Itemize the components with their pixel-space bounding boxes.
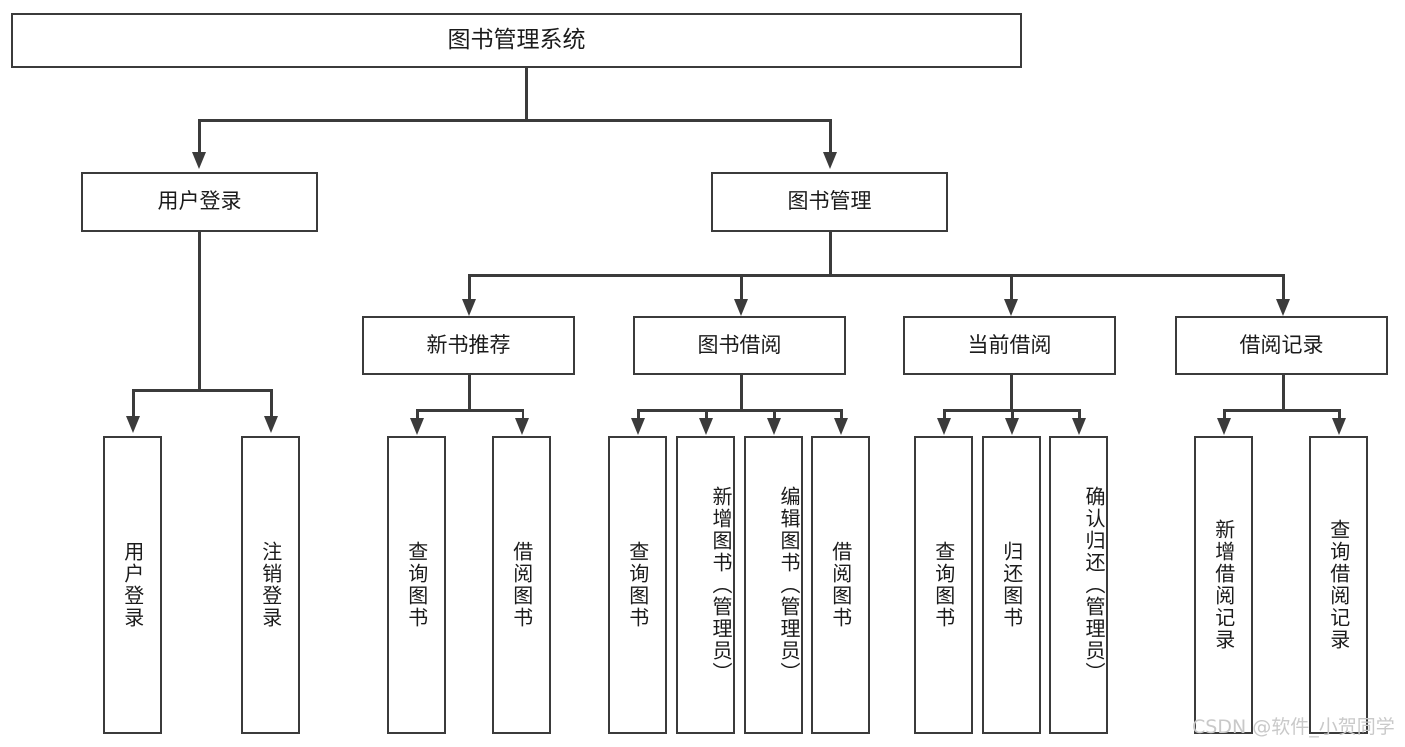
node-new-book-recommend[interactable]: 新书推荐 <box>362 316 575 375</box>
edge-cb-to-query-book <box>943 409 946 421</box>
arrow-to-book-borrow <box>733 299 748 316</box>
csdn-watermark: CSDN @软件_小贺同学 <box>1192 716 1395 738</box>
edge-book-manage-bus <box>468 274 1284 277</box>
node-label: 新增借阅记录 <box>1211 519 1236 651</box>
edge-root-trunk <box>525 68 528 119</box>
arrow-to-query-book-1 <box>409 418 424 435</box>
node-current-borrow[interactable]: 当前借阅 <box>903 316 1116 375</box>
node-label: 用户登录 <box>157 189 242 214</box>
edge-user-login-to-login <box>132 389 135 419</box>
node-label: 图书管理 <box>787 189 872 214</box>
node-label: 注销登录 <box>258 541 283 629</box>
leaf-query-borrow-record[interactable]: 查询借阅记录 <box>1309 436 1368 734</box>
edge-bb-to-edit-book <box>773 409 776 421</box>
arrow-to-borrow-record <box>1275 299 1290 316</box>
leaf-edit-book[interactable]: 编辑图书（管理员） <box>744 436 803 734</box>
edge-new-book-recommend-bus <box>416 409 524 412</box>
edge-bb-to-add-book <box>705 409 708 421</box>
edge-cb-to-return-book <box>1011 409 1014 421</box>
node-label: 确认归还（管理员） <box>1082 486 1106 684</box>
edge-cb-to-confirm-return <box>1078 409 1081 421</box>
node-label: 借阅记录 <box>1239 332 1324 357</box>
edge-br-to-query-record <box>1338 409 1341 421</box>
edge-nbr-to-query-book <box>416 409 419 421</box>
edge-borrow-record-bus <box>1223 409 1340 412</box>
edge-bb-to-borrow-book <box>840 409 843 421</box>
arrow-to-borrow-book-2 <box>833 418 848 435</box>
node-label: 图书管理系统 <box>447 27 586 54</box>
arrow-to-user-login <box>191 152 206 169</box>
arrow-to-confirm-return <box>1071 418 1086 435</box>
leaf-logout[interactable]: 注销登录 <box>241 436 300 734</box>
arrow-to-query-borrow-record <box>1331 418 1346 435</box>
leaf-confirm-return[interactable]: 确认归还（管理员） <box>1049 436 1108 734</box>
edge-book-borrow-bus <box>637 409 842 412</box>
arrow-to-edit-book <box>766 418 781 435</box>
arrow-to-add-book <box>698 418 713 435</box>
edge-book-borrow-trunk <box>740 375 743 409</box>
leaf-borrow-book-2[interactable]: 借阅图书 <box>811 436 870 734</box>
edge-borrow-record-trunk <box>1282 375 1285 409</box>
node-book-borrow[interactable]: 图书借阅 <box>633 316 846 375</box>
node-label: 编辑图书（管理员） <box>777 486 801 684</box>
node-borrow-record[interactable]: 借阅记录 <box>1175 316 1388 375</box>
edge-new-book-recommend-trunk <box>468 375 471 409</box>
edge-book-manage-to-current-borrow <box>1010 274 1013 302</box>
node-user-login[interactable]: 用户登录 <box>81 172 318 232</box>
leaf-add-book[interactable]: 新增图书（管理员） <box>676 436 735 734</box>
node-label: 查询图书 <box>931 541 956 629</box>
edge-user-login-trunk <box>198 232 201 389</box>
arrow-to-current-borrow <box>1003 299 1018 316</box>
arrow-to-borrow-book-1 <box>515 418 530 435</box>
leaf-user-login[interactable]: 用户登录 <box>103 436 162 734</box>
node-label: 查询借阅记录 <box>1326 519 1351 651</box>
node-label: 新书推荐 <box>426 332 511 357</box>
edge-book-manage-to-new-book-recommend <box>468 274 471 302</box>
node-label: 借阅图书 <box>509 541 534 629</box>
edge-book-manage-to-book-borrow <box>740 274 743 302</box>
edge-user-login-to-logout <box>270 389 273 419</box>
arrow-to-logout <box>263 416 278 433</box>
node-label: 新增图书（管理员） <box>709 486 733 684</box>
edge-nbr-to-borrow-book <box>521 409 524 421</box>
leaf-query-book-1[interactable]: 查询图书 <box>387 436 446 734</box>
arrow-to-login <box>125 416 140 433</box>
edge-root-bus <box>198 119 831 122</box>
edge-br-to-add-record <box>1223 409 1226 421</box>
arrow-to-return-book <box>1004 418 1019 435</box>
arrow-to-new-book-recommend <box>461 299 476 316</box>
leaf-borrow-book-1[interactable]: 借阅图书 <box>492 436 551 734</box>
node-label: 查询图书 <box>625 541 650 629</box>
edge-root-to-book-manage <box>829 119 832 155</box>
node-label: 图书借阅 <box>697 332 782 357</box>
edge-root-to-user-login <box>198 119 201 155</box>
node-book-manage[interactable]: 图书管理 <box>711 172 948 232</box>
arrow-to-book-manage <box>822 152 837 169</box>
leaf-query-book-2[interactable]: 查询图书 <box>608 436 667 734</box>
edge-book-manage-trunk <box>829 232 832 274</box>
node-label: 归还图书 <box>999 541 1024 629</box>
leaf-return-book[interactable]: 归还图书 <box>982 436 1041 734</box>
node-label: 借阅图书 <box>828 541 853 629</box>
leaf-add-borrow-record[interactable]: 新增借阅记录 <box>1194 436 1253 734</box>
edge-book-manage-to-borrow-record <box>1282 274 1285 302</box>
edge-current-borrow-trunk <box>1010 375 1013 409</box>
arrow-to-add-borrow-record <box>1216 418 1231 435</box>
node-label: 当前借阅 <box>967 332 1052 357</box>
node-label: 查询图书 <box>404 541 429 629</box>
edge-bb-to-query-book <box>637 409 640 421</box>
edge-user-login-bus <box>132 389 272 392</box>
leaf-query-book-3[interactable]: 查询图书 <box>914 436 973 734</box>
node-root-book-management-system[interactable]: 图书管理系统 <box>11 13 1022 68</box>
node-label: 用户登录 <box>120 541 145 629</box>
arrow-to-query-book-3 <box>936 418 951 435</box>
arrow-to-query-book-2 <box>630 418 645 435</box>
